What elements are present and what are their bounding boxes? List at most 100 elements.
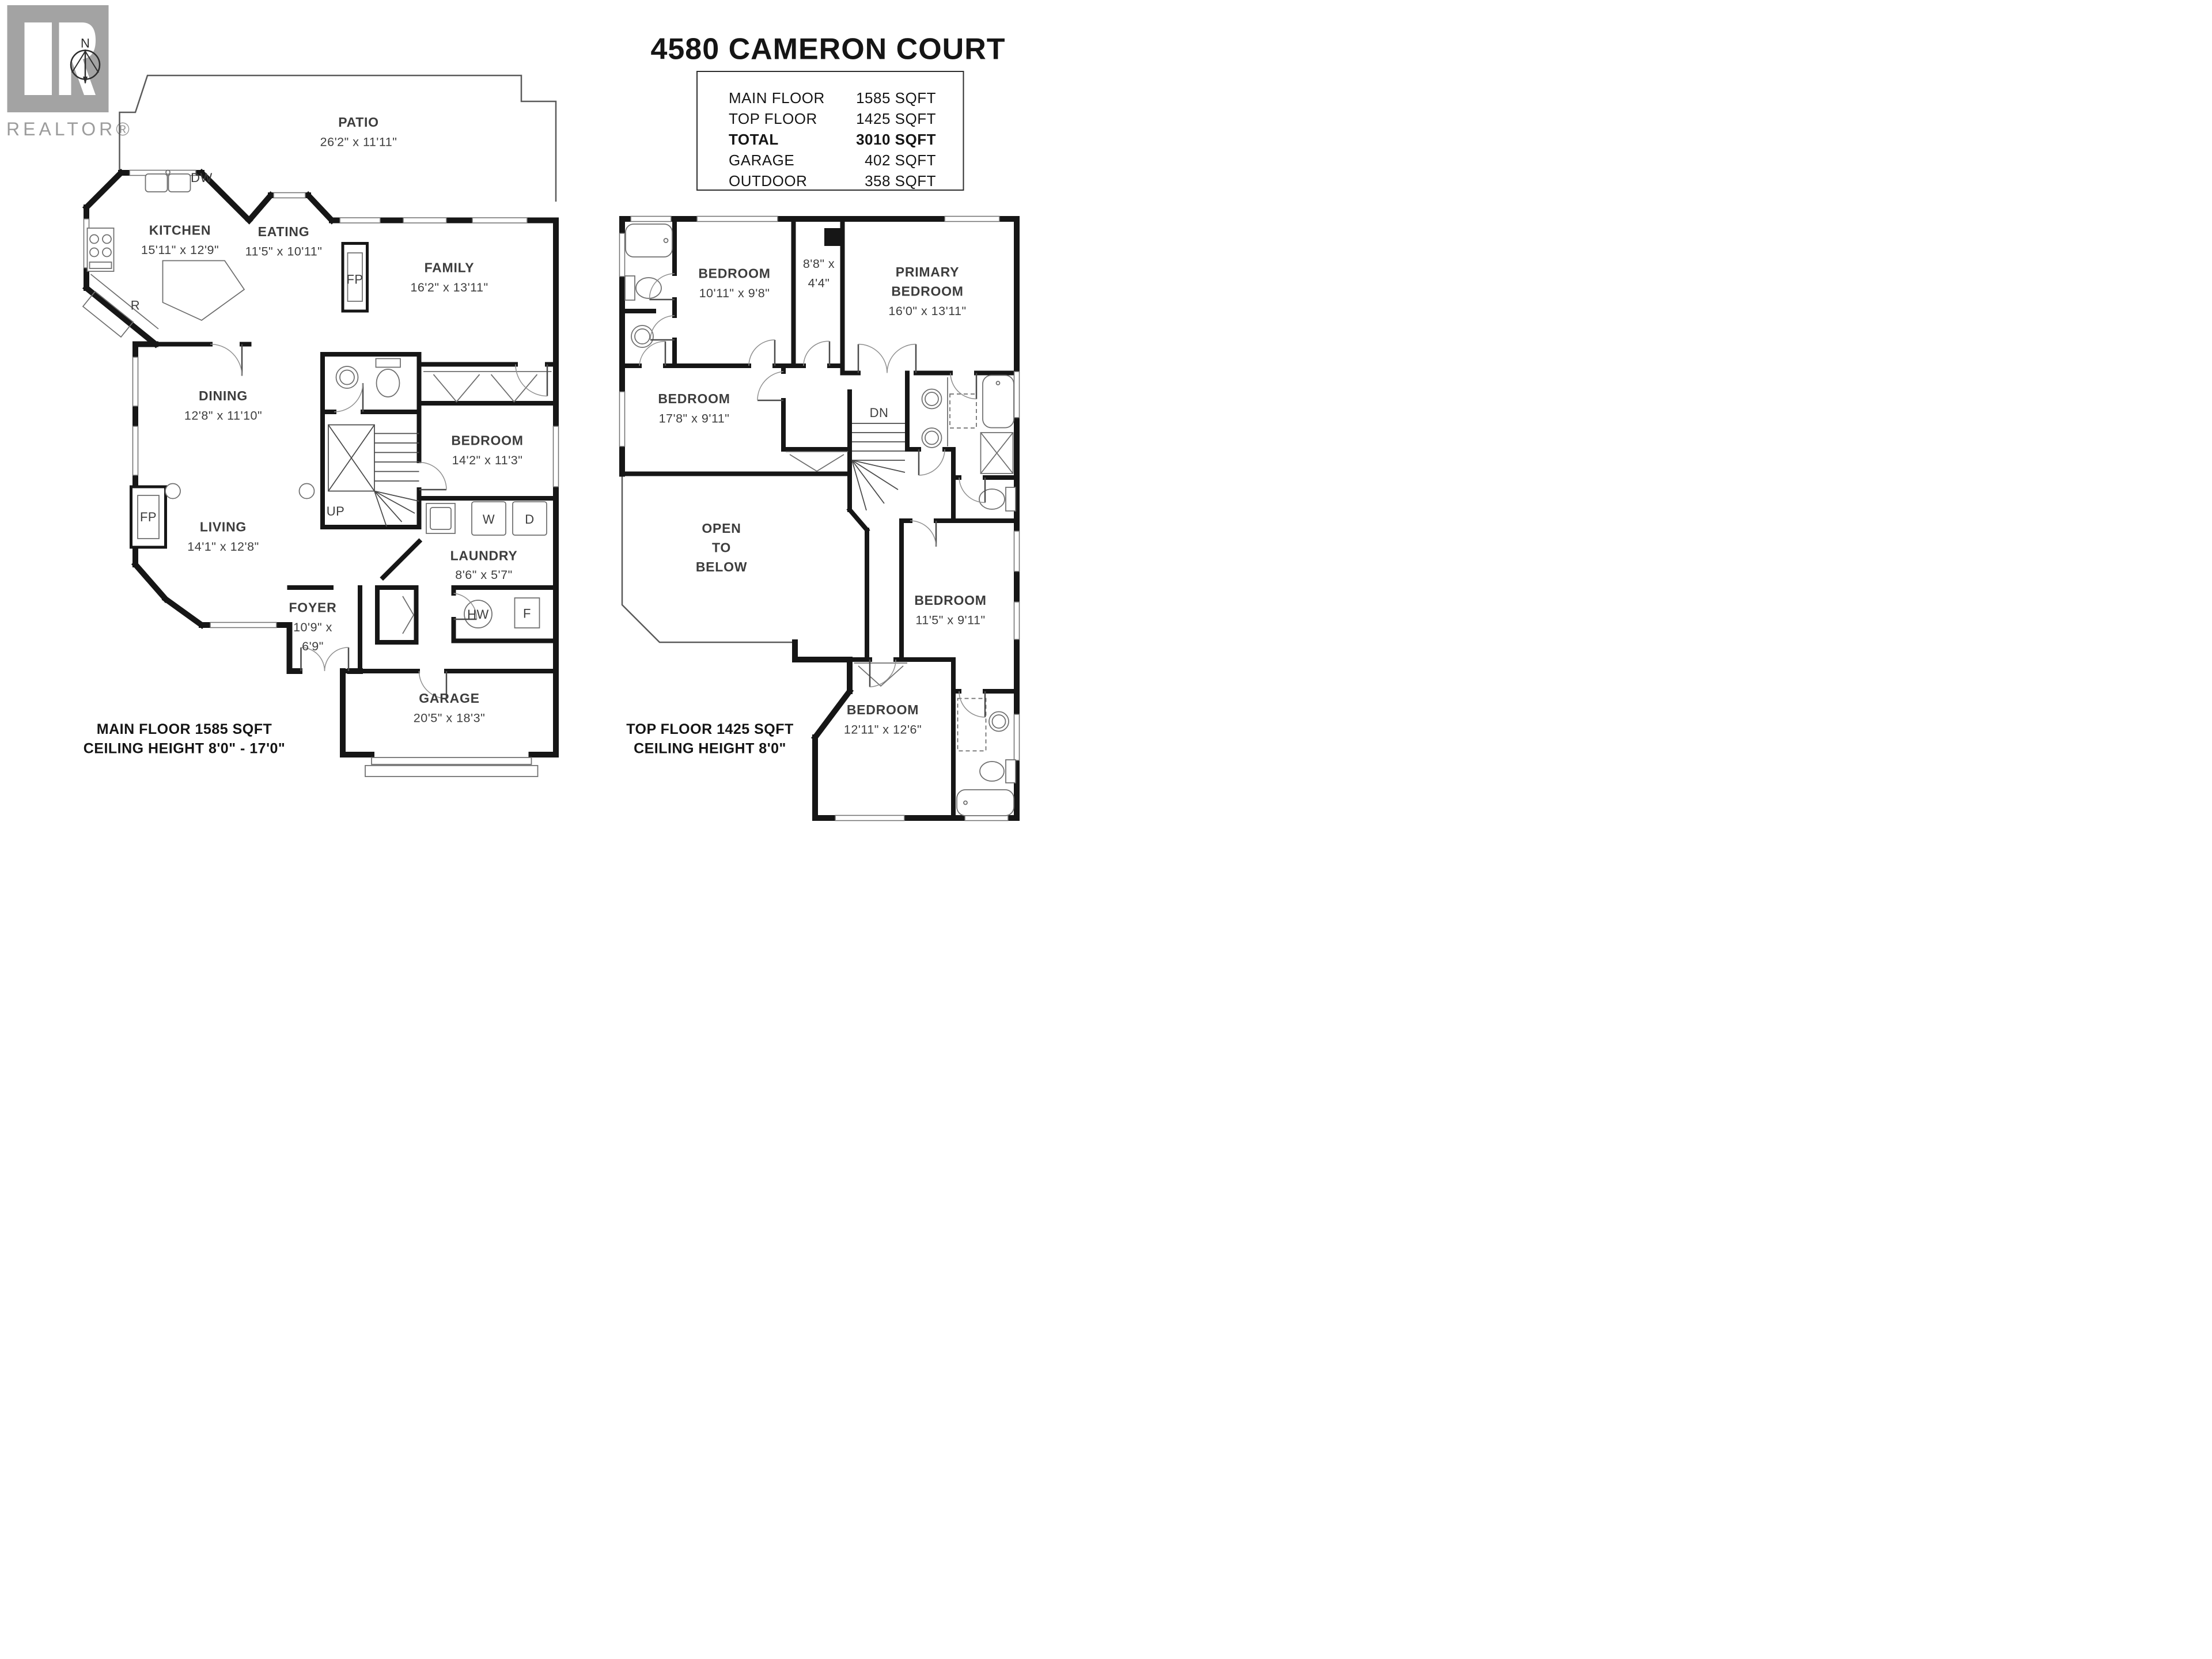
room-dims-bedroom3: 17'8" x 9'11" (659, 412, 730, 426)
room-label-primary-2: BEDROOM (891, 284, 963, 299)
main-windows (83, 169, 559, 628)
fireplace-living (130, 485, 167, 549)
label-stairs-up: UP (327, 504, 345, 518)
main-floor-plan: PATIO 26'2" x 11'11" KITCHEN 15'11" x 12… (82, 74, 559, 777)
room-label-family: FAMILY (425, 260, 475, 275)
room-dims-foyer-1: 10'9" x (293, 620, 332, 634)
label-dryer: D (525, 512, 534, 527)
bath3-fixtures (956, 698, 1016, 816)
top-floor-plan: BEDROOM 10'11" x 9'8" 8'8" x 4'4" PRIMAR… (619, 215, 1020, 821)
room-label-bedroom3: BEDROOM (658, 391, 730, 406)
room-label-patio: PATIO (338, 115, 379, 130)
hot-water-tank-icon (464, 600, 493, 628)
room-dims-patio: 26'2" x 11'11" (320, 135, 397, 149)
stove-icon (86, 228, 115, 272)
table-row-value-total: 3010 SQFT (856, 131, 936, 148)
table-row-label-total: TOTAL (729, 131, 779, 148)
column-icon (165, 483, 181, 499)
label-open-2: TO (712, 540, 731, 555)
room-dims-bedroom2: 10'11" x 9'8" (699, 286, 770, 300)
area-table: MAIN FLOOR 1585 SQFT TOP FLOOR 1425 SQFT… (696, 71, 964, 191)
room-label-laundry: LAUNDRY (450, 548, 518, 563)
closet-dims-1: 8'8" x (803, 257, 835, 271)
bathtub-icon (625, 224, 673, 257)
label-washer: W (483, 512, 495, 527)
powder-sink-icon (335, 366, 359, 389)
table-row-value: 358 SQFT (865, 172, 936, 190)
label-open-3: BELOW (696, 559, 747, 574)
toilet-icon (624, 275, 662, 301)
label-stairs-dn: DN (870, 406, 889, 420)
table-row-value: 1585 SQFT (856, 89, 936, 107)
room-dims-garage: 20'5" x 18'3" (414, 711, 485, 725)
stairs-up (328, 424, 419, 527)
room-label-garage: GARAGE (419, 691, 479, 706)
garage-door (365, 757, 539, 777)
room-dims-primary: 16'0" x 13'11" (888, 304, 966, 318)
room-dims-bedroom4: 11'5" x 9'11" (915, 613, 985, 627)
table-row-label: TOP FLOOR (729, 110, 817, 127)
table-row-label: MAIN FLOOR (729, 89, 825, 107)
room-label-kitchen: KITCHEN (149, 223, 211, 238)
fridge-icon (82, 274, 159, 338)
column-icon (298, 483, 315, 499)
label-furnace: F (523, 607, 531, 621)
room-dims-eating: 11'5" x 10'11" (245, 245, 323, 259)
powder-toilet-icon (375, 358, 401, 397)
room-label-bedroom2: BEDROOM (698, 266, 770, 281)
furnace-icon (514, 597, 540, 628)
realtor-brand-text: REALTOR® (6, 119, 133, 139)
table-row-value: 402 SQFT (865, 151, 936, 169)
room-dims-foyer-2: 6'9" (302, 639, 324, 653)
table-row-label: OUTDOOR (729, 172, 807, 190)
room-label-bedroom: BEDROOM (451, 433, 523, 448)
open-to-below-outline (621, 474, 795, 643)
top-interior-walls (620, 217, 1019, 820)
main-interior-walls (153, 342, 558, 673)
dryer-icon (512, 501, 547, 536)
compass-n-label: N (81, 36, 90, 51)
stairs-down (851, 423, 906, 511)
room-dims-laundry: 8'6" x 5'7" (455, 568, 513, 582)
room-label-bedroom5: BEDROOM (847, 702, 919, 717)
laundry-sink-icon (426, 503, 456, 534)
room-dims-kitchen: 15'11" x 12'9" (141, 243, 219, 257)
hall-closet-door (402, 596, 415, 634)
top-floor-caption-1: TOP FLOOR 1425 SQFT (626, 721, 794, 737)
room-dims-living: 14'1" x 12'8" (187, 540, 259, 554)
label-fireplace-family: FP (346, 272, 363, 287)
room-label-bedroom4: BEDROOM (914, 593, 986, 608)
room-label-primary-1: PRIMARY (896, 264, 959, 279)
room-dims-bedroom5: 12'11" x 12'6" (844, 723, 922, 737)
main-floor-caption-2: CEILING HEIGHT 8'0" - 17'0" (84, 741, 286, 757)
patio-outline (119, 74, 557, 202)
label-open-1: OPEN (702, 521, 741, 536)
top-windows (619, 215, 1020, 821)
room-dims-family: 16'2" x 13'11" (410, 281, 488, 294)
room-dims-bedroom: 14'2" x 11'3" (452, 453, 523, 467)
fireplace-family (341, 242, 369, 313)
closet-bifold-doors (423, 371, 552, 403)
page-title: 4580 CAMERON COURT (650, 33, 1005, 66)
main-floor-caption-1: MAIN FLOOR 1585 SQFT (97, 721, 272, 737)
table-row-label: GARAGE (729, 151, 794, 169)
chimney-block (824, 228, 842, 246)
floorplan-canvas: REALTOR® N 4580 CAMERON COURT MAIN FLOOR… (6, 5, 1020, 821)
bedroom3-closet (786, 451, 848, 472)
kitchen-sink (145, 169, 191, 192)
room-label-living: LIVING (200, 520, 247, 535)
room-label-dining: DINING (199, 388, 248, 403)
main-door-swings (210, 343, 548, 699)
closet-dims-2: 4'4" (808, 276, 830, 290)
room-label-eating: EATING (258, 224, 310, 239)
room-label-foyer: FOYER (289, 600, 337, 615)
label-fridge: R (131, 298, 140, 313)
room-dims-dining: 12'8" x 11'10" (184, 409, 262, 423)
floorplan-sheet: REALTOR® N 4580 CAMERON COURT MAIN FLOOR… (0, 0, 1106, 830)
label-dishwasher: DW (191, 171, 213, 185)
top-door-swings (639, 273, 986, 718)
ensuite-fixtures (921, 374, 1014, 474)
top-floor-caption-2: CEILING HEIGHT 8'0" (634, 741, 786, 757)
compass-icon: N (70, 36, 101, 84)
realtor-logo: REALTOR® (6, 5, 133, 139)
